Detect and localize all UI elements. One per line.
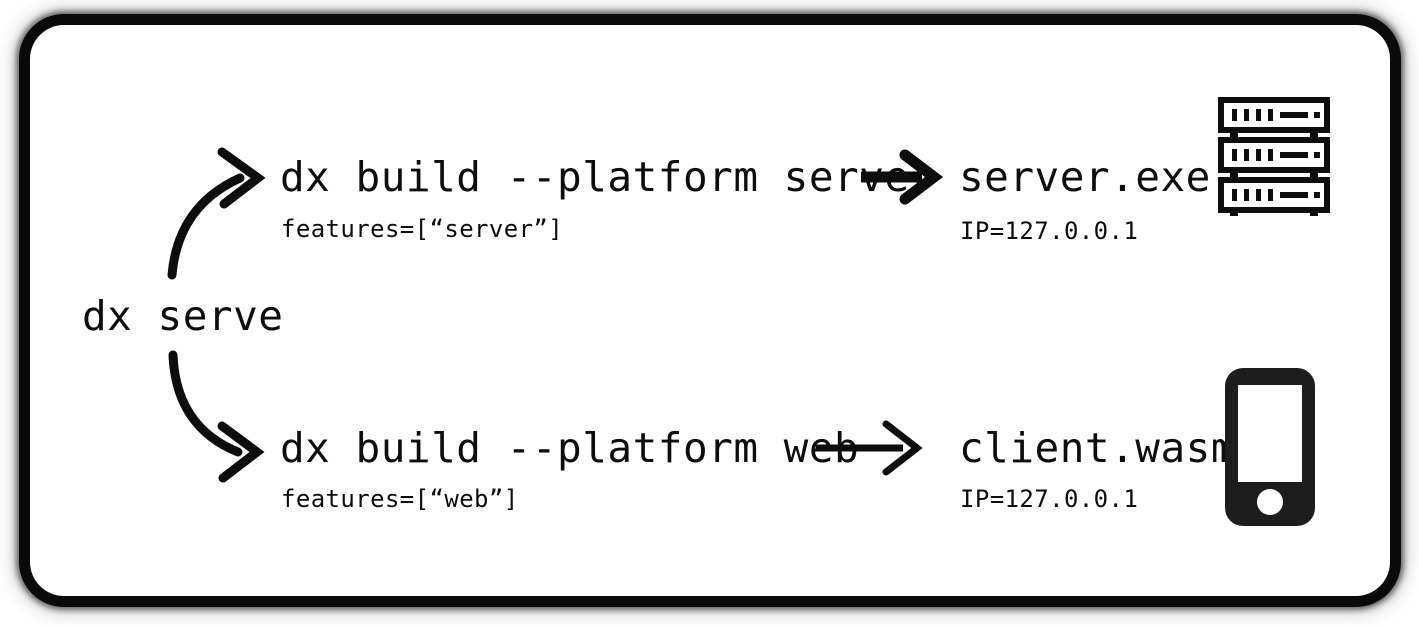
branch-web-artifact-ip: IP=127.0.0.1 [960, 485, 1139, 513]
diagram-card [30, 25, 1390, 596]
branch-server-command: dx build --platform server [280, 153, 935, 201]
branch-server-artifact-ip: IP=127.0.0.1 [960, 217, 1139, 245]
straight-arrow-right-server-icon [861, 149, 944, 205]
branch-server-features: features=[“server”] [281, 215, 564, 243]
curved-arrow-down-right-icon [168, 350, 265, 483]
branch-web-artifact: client.wasm [959, 424, 1237, 472]
server-rack-icon [1218, 97, 1330, 216]
mobile-phone-icon [1225, 368, 1315, 526]
root-node-label: dx serve [82, 292, 284, 340]
straight-arrow-right-web-icon [816, 420, 923, 476]
branch-web-command: dx build --platform web [280, 424, 860, 472]
branch-server-artifact: server.exe [959, 153, 1211, 201]
curved-arrow-up-right-icon [167, 147, 266, 280]
branch-web-features: features=[“web”] [281, 485, 519, 513]
